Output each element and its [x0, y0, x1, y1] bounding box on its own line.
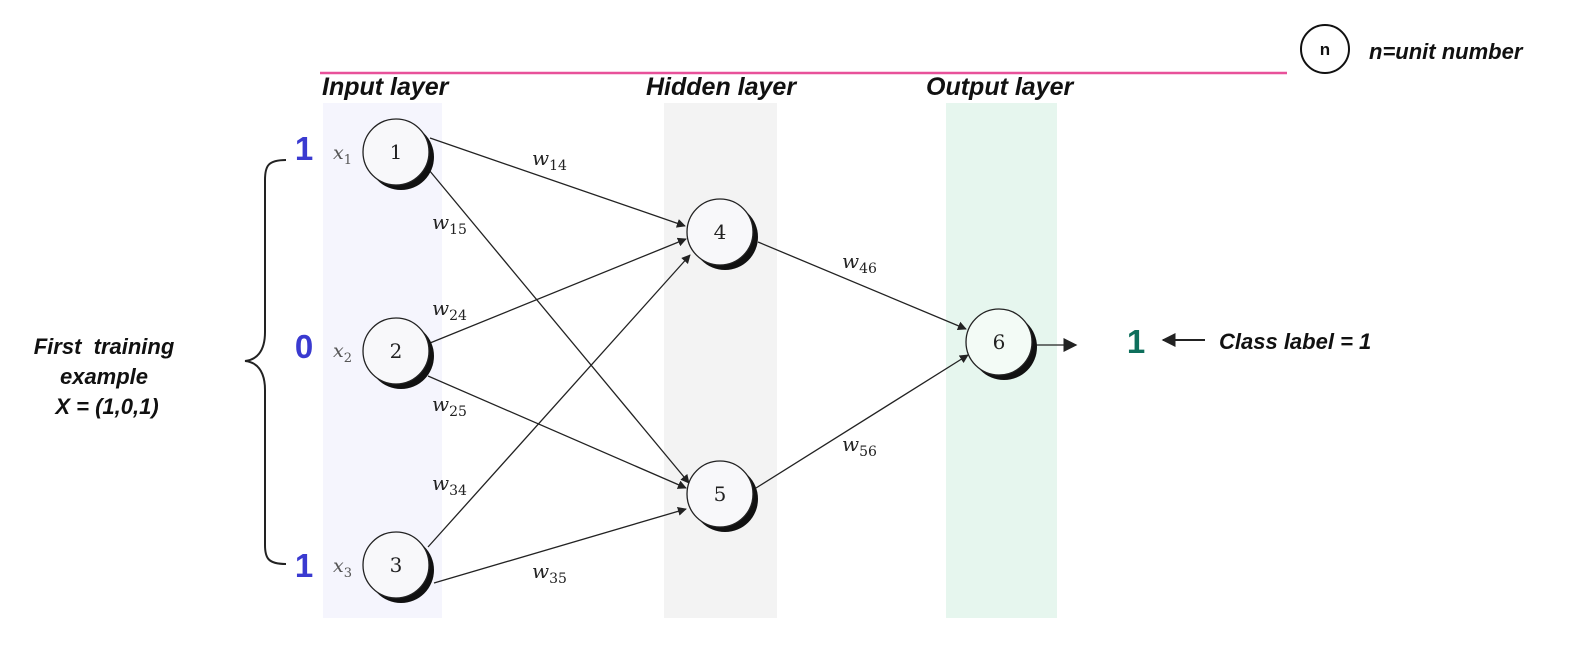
hidden-layer-title: Hidden layer [646, 73, 797, 101]
unit-3-number: 3 [390, 553, 403, 577]
input-layer-title: Input layer [322, 73, 450, 101]
output-layer-title: Output layer [926, 73, 1075, 101]
legend-unit-circle [1300, 24, 1350, 74]
hidden-layer-band [664, 103, 777, 618]
unit-5-number: 5 [714, 482, 727, 506]
legend-symbol: n [1320, 40, 1330, 59]
class-label-text: Class label = 1 [1219, 329, 1371, 354]
edge-4-6 [757, 241, 967, 331]
unit-6-circle [965, 308, 1033, 376]
unit-5-circle [686, 460, 754, 528]
output-class-value: 1 [1127, 323, 1145, 360]
unit-6: 6 [965, 308, 1037, 380]
training-example-line3: X = (1,0,1) [53, 394, 158, 419]
edge-2-4 [429, 237, 687, 344]
weight-w15: w15 [432, 210, 467, 238]
unit-6-number: 6 [993, 330, 1006, 354]
curly-brace [244, 159, 287, 565]
unit-2: 2 [362, 317, 434, 389]
legend-text: n=unit number [1369, 39, 1524, 64]
unit-2-circle [362, 317, 430, 385]
input-value-1: 1 [295, 130, 313, 167]
edge-3-5 [433, 506, 687, 584]
unit-1-circle [362, 118, 430, 186]
input-value-2: 0 [295, 328, 313, 365]
weight-w46: w46 [842, 249, 877, 277]
weight-w56: w56 [842, 432, 877, 460]
edge-5-6 [755, 354, 969, 489]
edge-1-5 [428, 169, 690, 484]
weight-w14: w14 [532, 146, 567, 174]
edge-2-5 [427, 375, 687, 489]
connections [427, 137, 1078, 584]
input-value-3: 1 [295, 547, 313, 584]
input-variable-x3: x3 [333, 555, 352, 581]
training-example-label: First training example X = (1,0,1) [34, 334, 175, 419]
unit-1-number: 1 [390, 140, 403, 164]
training-example-line1: First training [34, 334, 175, 359]
unit-3: 3 [362, 531, 434, 603]
edge-3-4 [427, 254, 691, 548]
weight-w34: w34 [432, 471, 467, 499]
edge-1-4 [429, 137, 686, 228]
unit-3-circle [362, 531, 430, 599]
weight-w24: w24 [432, 296, 467, 324]
training-example-line2: example [60, 364, 148, 389]
input-variable-x1: x1 [333, 142, 352, 168]
input-variable-x2: x2 [333, 340, 352, 366]
unit-4-circle [686, 198, 754, 266]
weight-w35: w35 [532, 559, 567, 587]
unit-5: 5 [686, 460, 758, 532]
unit-1: 1 [362, 118, 434, 190]
unit-2-number: 2 [390, 339, 403, 363]
legend: n n=unit number [1300, 24, 1524, 74]
unit-4: 4 [686, 198, 758, 270]
unit-4-number: 4 [714, 220, 727, 244]
weight-w25: w25 [432, 392, 467, 420]
